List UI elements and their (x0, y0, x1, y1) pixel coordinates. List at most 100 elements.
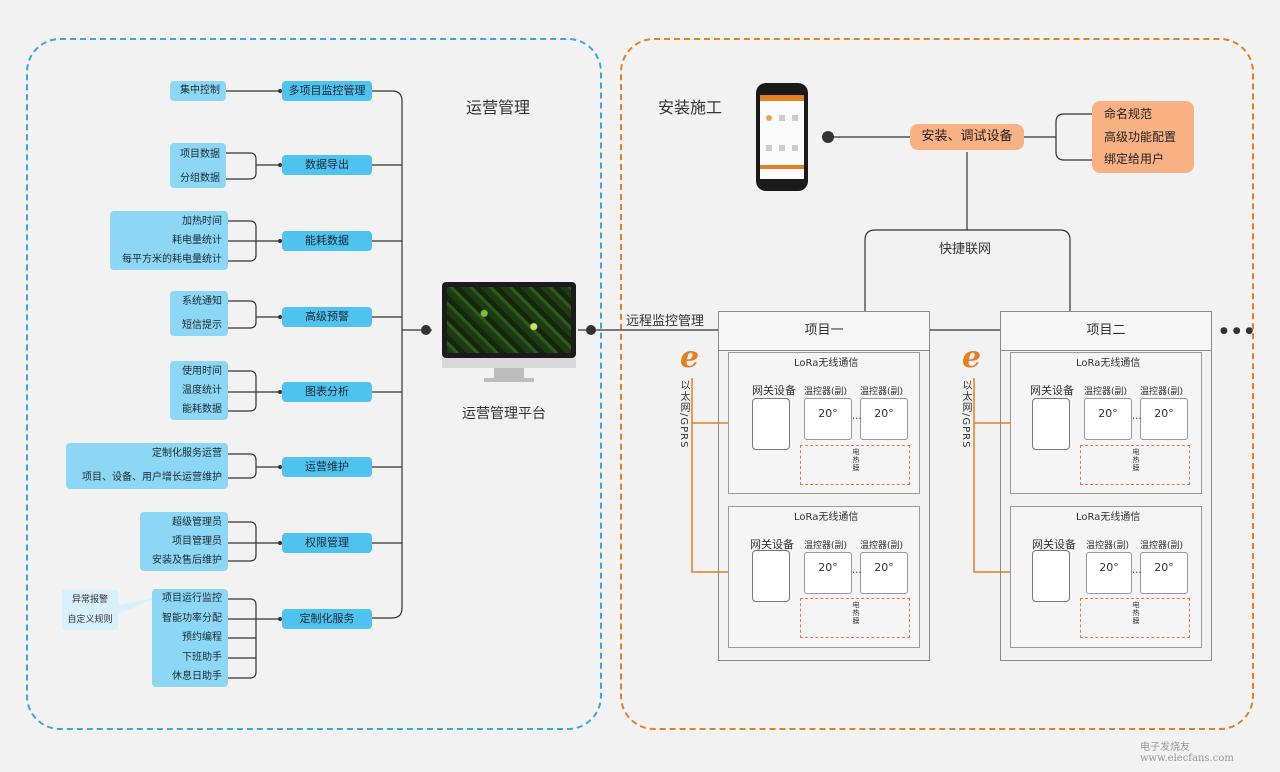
thermostat-label: 温控器(副) (1086, 541, 1130, 551)
subitem-group-8: 项目运行监控 智能功率分配 预约编程 下班助手 休息日助手 (152, 589, 228, 687)
ethernet-gprs-label: 以太网/GPRS (678, 380, 689, 449)
temperature-readout: 20° (1154, 561, 1174, 574)
subitem-group-1: 集中控制 (170, 81, 226, 101)
more-projects-indicator: ● ● ● (1220, 326, 1255, 336)
monitor-icon (442, 282, 576, 392)
subitem-group-6: 定制化服务运营 项目、设备、用户增长运营维护 (66, 443, 228, 489)
installation-panel (620, 38, 1254, 730)
operations-panel (26, 38, 602, 730)
subitem-group-7: 超级管理员 项目管理员 安装及售后维护 (140, 512, 228, 571)
callout-item: 自定义规则 (67, 615, 113, 625)
subitem: 项目、设备、用户增长运营维护 (82, 472, 222, 483)
heating-film: 电热膜 (800, 445, 910, 485)
install-debug-step: 安装、调试设备 (910, 124, 1024, 150)
temperature-readout: 20° (818, 407, 838, 420)
gateway-device (752, 550, 790, 602)
category-operations-maintenance: 运营维护 (282, 457, 372, 477)
subitem: 加热时间 (182, 216, 222, 227)
subitem: 能耗数据 (182, 404, 222, 415)
temperature-readout: 20° (818, 561, 838, 574)
subitem: 项目管理员 (172, 536, 222, 547)
thermostat-label: 温控器(副) (860, 387, 904, 397)
lora-label: LoRa无线通信 (1076, 358, 1141, 369)
thermostat-device: 20° (1140, 552, 1188, 594)
thermostat-device: 20° (804, 552, 852, 594)
operations-title: 运营管理 (466, 98, 531, 117)
heating-film: 电热膜 (800, 598, 910, 638)
subitem: 休息日助手 (172, 671, 222, 683)
ethernet-gprs-label: 以太网/GPRS (960, 380, 971, 449)
category-chart-analysis: 图表分析 (282, 382, 372, 402)
thermostat-device: 20° (1084, 398, 1132, 440)
subitem: 下班助手 (182, 651, 222, 663)
category-energy-data: 能耗数据 (282, 231, 372, 251)
ellipsis: ··· (852, 414, 862, 425)
thermostat-device: 20° (1086, 552, 1132, 594)
subitem: 温度统计 (182, 385, 222, 396)
ellipsis: ··· (852, 568, 862, 579)
category-permission-management: 权限管理 (282, 533, 372, 553)
subitem-group-4: 系统通知 短信提示 (170, 291, 228, 336)
subitem: 短信提示 (182, 320, 222, 331)
callout-item: 异常报警 (71, 595, 108, 605)
temperature-readout: 20° (1099, 561, 1119, 574)
heating-label: 电热膜 (852, 448, 860, 472)
remote-monitoring-label: 远程监控管理 (626, 314, 705, 329)
heating-label: 电热膜 (1132, 448, 1140, 472)
temperature-readout: 20° (1098, 407, 1118, 420)
thermostat-device: 20° (860, 552, 908, 594)
lora-label: LoRa无线通信 (794, 512, 859, 523)
subitem: 分组数据 (180, 173, 220, 184)
temperature-readout: 20° (874, 561, 894, 574)
subitem-group-3: 加热时间 耗电量统计 每平方米的耗电量统计 (110, 211, 228, 270)
subitem: 安装及售后维护 (152, 555, 222, 566)
gateway-device (1032, 550, 1070, 602)
subitem: 定制化服务运营 (152, 448, 222, 459)
gateway-label: 网关设备 (752, 384, 796, 397)
subitem: 项目数据 (180, 149, 220, 160)
quick-network-label: 快捷联网 (939, 242, 992, 257)
alert-callout: 异常报警 自定义规则 (62, 590, 118, 630)
thermostat-device: 20° (804, 398, 852, 440)
subitem-group-2: 项目数据 分组数据 (170, 143, 226, 188)
heating-film: 电热膜 (1080, 598, 1190, 638)
project-2-header: 项目二 (1000, 311, 1212, 351)
subitem: 每平方米的耗电量统计 (122, 254, 222, 265)
heating-label: 电热膜 (1132, 601, 1140, 625)
category-data-export: 数据导出 (282, 155, 372, 175)
subitem: 使用时间 (182, 366, 222, 377)
watermark-logo: 电子发烧友 www.elecfans.com (1140, 742, 1234, 764)
gateway-device (752, 398, 790, 450)
heating-film: 电热膜 (1080, 445, 1190, 485)
thermostat-label: 温控器(副) (804, 541, 848, 551)
subitem: 系统通知 (182, 296, 222, 307)
install-options: 命名规范 高级功能配置 绑定给用户 (1092, 101, 1194, 173)
category-multi-project-monitoring: 多项目监控管理 (282, 81, 372, 101)
category-advanced-alert: 高级预警 (282, 307, 372, 327)
thermostat-device: 20° (1140, 398, 1188, 440)
gateway-device (1032, 398, 1070, 450)
install-option: 命名规范 (1104, 107, 1153, 121)
thermostat-label: 温控器(副) (804, 387, 848, 397)
thermostat-label: 温控器(副) (1084, 387, 1128, 397)
subitem: 集中控制 (180, 85, 220, 96)
thermostat-label: 温控器(副) (1140, 541, 1184, 551)
subitem: 智能功率分配 (162, 612, 222, 624)
temperature-readout: 20° (1154, 407, 1174, 420)
heating-label: 电热膜 (852, 601, 860, 625)
internet-icon: e (962, 340, 982, 375)
installation-title: 安装施工 (658, 98, 723, 117)
lora-label: LoRa无线通信 (1076, 512, 1141, 523)
project-1-header: 项目一 (718, 311, 930, 351)
subitem: 耗电量统计 (172, 235, 222, 246)
internet-icon: e (680, 340, 700, 375)
ellipsis: ··· (1132, 414, 1142, 425)
thermostat-label: 温控器(副) (860, 541, 904, 551)
temperature-readout: 20° (874, 407, 894, 420)
lora-label: LoRa无线通信 (794, 358, 859, 369)
gateway-label: 网关设备 (1032, 538, 1076, 551)
category-custom-service: 定制化服务 (282, 609, 372, 629)
subitem: 项目运行监控 (162, 593, 222, 604)
gateway-label: 网关设备 (1030, 384, 1074, 397)
subitem-group-5: 使用时间 温度统计 能耗数据 (170, 361, 228, 420)
